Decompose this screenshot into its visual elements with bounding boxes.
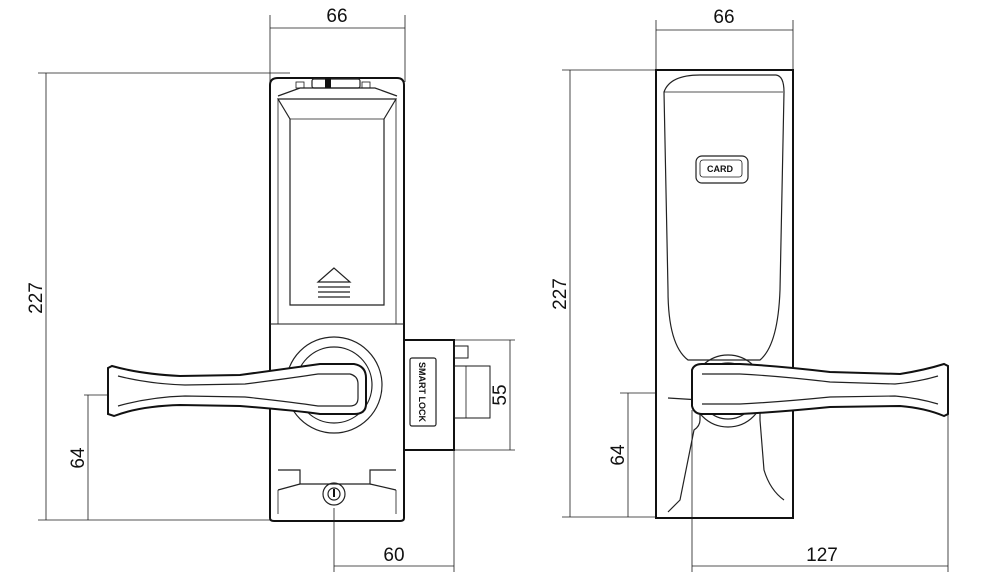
right-view: 66 227 64 CARD 127 bbox=[550, 7, 949, 572]
card-text: CARD bbox=[707, 164, 733, 174]
left-view: 66 227 64 bbox=[26, 6, 515, 572]
backset-label: 60 bbox=[383, 545, 404, 566]
latch-label: 55 bbox=[490, 384, 511, 405]
card-reader-box bbox=[695, 155, 749, 184]
eject-arrow-icon bbox=[316, 267, 352, 283]
left-lower-panel bbox=[278, 469, 396, 485]
latch-label-box bbox=[409, 357, 437, 427]
right-lock-body bbox=[655, 69, 794, 519]
handle-length-label: 127 bbox=[806, 545, 838, 566]
right-handle-height-label: 64 bbox=[608, 444, 629, 466]
left-handle-height-label: 64 bbox=[68, 447, 89, 469]
right-lever-handle bbox=[691, 362, 949, 418]
right-lower-panel-right bbox=[759, 397, 785, 501]
right-width-label: 66 bbox=[713, 7, 734, 28]
smart-lock-text: SMART LOCK bbox=[417, 362, 427, 422]
left-lever-handle bbox=[107, 363, 367, 418]
left-width-label: 66 bbox=[326, 6, 347, 27]
left-switch bbox=[311, 78, 361, 89]
key-cylinder-icon bbox=[322, 482, 346, 506]
left-lock-icon bbox=[295, 81, 305, 89]
right-lower-panel-left bbox=[667, 397, 701, 513]
latch-faceplate bbox=[403, 339, 455, 451]
left-height-label: 227 bbox=[26, 282, 47, 314]
left-switch-knob bbox=[325, 77, 331, 88]
right-upper-panel bbox=[663, 74, 785, 361]
latch-bolt-top bbox=[453, 345, 469, 359]
right-height-label: 227 bbox=[550, 278, 571, 310]
left-unlock-icon bbox=[361, 81, 371, 89]
latch-bolt bbox=[453, 365, 491, 419]
